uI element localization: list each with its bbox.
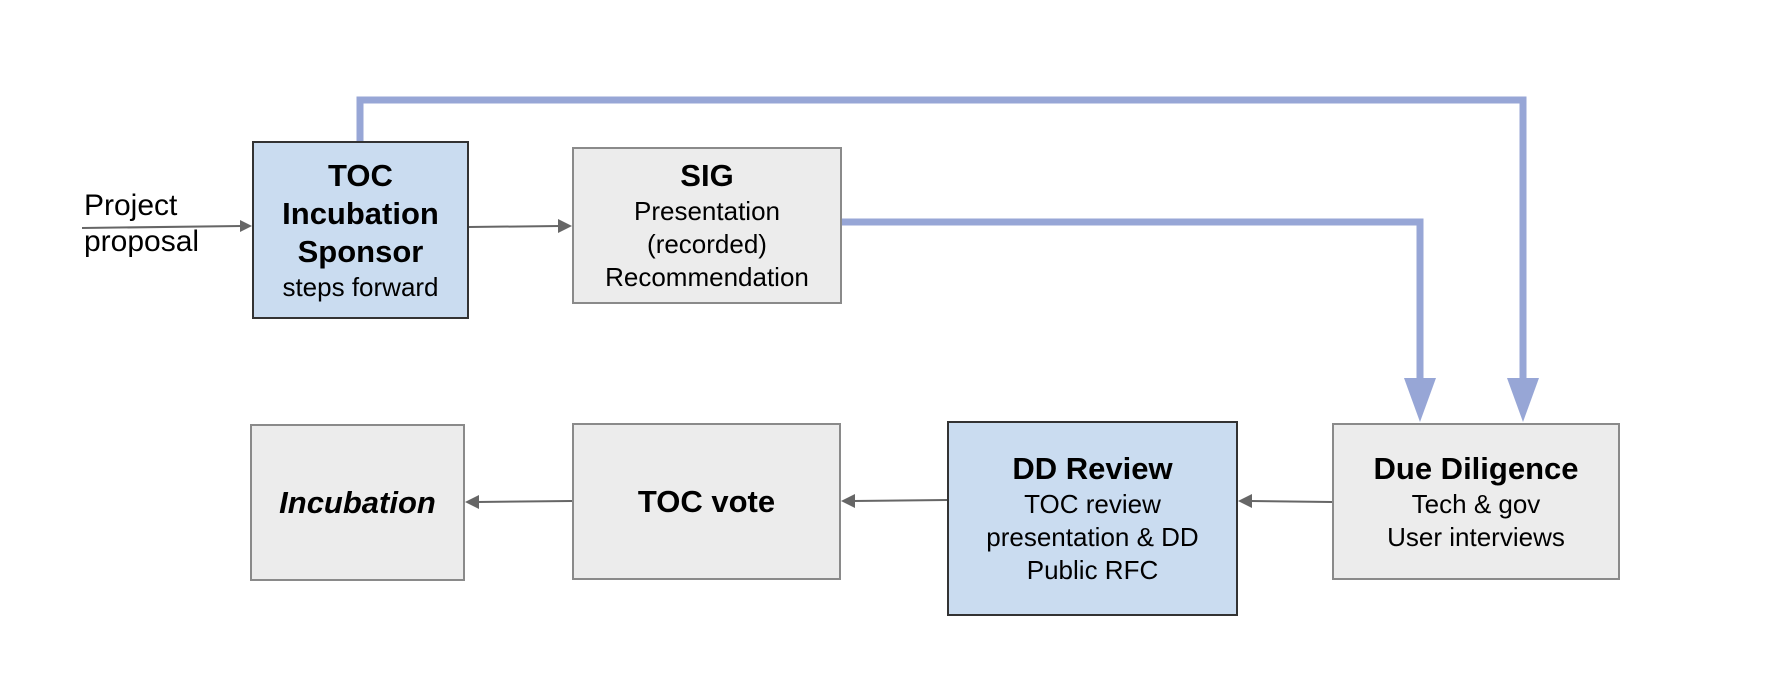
node-subtitle-line: presentation & DD [986,522,1199,552]
node-incubation: Incubation [250,424,465,581]
edge-toc-vote-to-incubation-arrowhead [465,495,479,509]
node-title-line: TOC vote [637,483,776,519]
node-title-line: DD Review [1012,451,1173,486]
node-subtitle-line: User interviews [1387,521,1565,552]
label-line: Project [84,189,178,222]
edge-sponsor-to-sig [468,225,561,228]
node-subtitle-line: Recommendation [605,262,809,292]
project-proposal-label: Project proposal [84,188,199,260]
node-due-diligence: Due Diligence Tech & gov User interviews [1332,423,1620,580]
node-subtitle-line: Tech & gov [1411,488,1541,519]
edge-dd-review-to-toc-vote [852,499,948,502]
edge-sponsor-to-due-diligence [356,96,1527,382]
edge-sponsor-to-sig-arrowhead [558,219,572,233]
label-line: proposal [84,225,200,258]
node-sig: SIG Presentation (recorded) Recommendati… [572,147,842,304]
edge-proposal-to-sponsor [81,225,243,229]
edge-toc-vote-to-incubation [476,500,573,503]
node-title-line: Sponsor [297,233,424,269]
node-subtitle-line: (recorded) [647,229,767,259]
edge-sig-to-due-diligence [842,218,1424,382]
edge-dd-review-to-toc-vote-arrowhead [841,494,855,508]
node-title-line: Incubation [282,195,439,231]
node-toc-incubation-sponsor: TOC Incubation Sponsor steps forward [252,141,469,319]
node-subtitle-line: Presentation [634,196,780,226]
edge-due-diligence-to-dd-review-arrowhead [1238,494,1252,508]
node-dd-review: DD Review TOC review presentation & DD P… [947,421,1238,616]
node-title-line: Due Diligence [1373,450,1579,486]
node-title-line: SIG [680,158,734,193]
edge-due-diligence-to-dd-review [1249,500,1333,503]
edge-sponsor-to-due-diligence-arrowhead [1507,378,1539,422]
node-title-line: Incubation [279,484,436,520]
node-toc-vote: TOC vote [572,423,841,580]
node-subtitle-line: TOC review [1024,489,1161,519]
node-title-line: TOC [328,157,393,193]
edge-sig-to-due-diligence-arrowhead [1404,378,1436,422]
node-subtitle-line: steps forward [282,271,439,302]
node-subtitle-line: Public RFC [1026,555,1159,585]
edge-proposal-to-sponsor-arrowhead [240,220,252,232]
